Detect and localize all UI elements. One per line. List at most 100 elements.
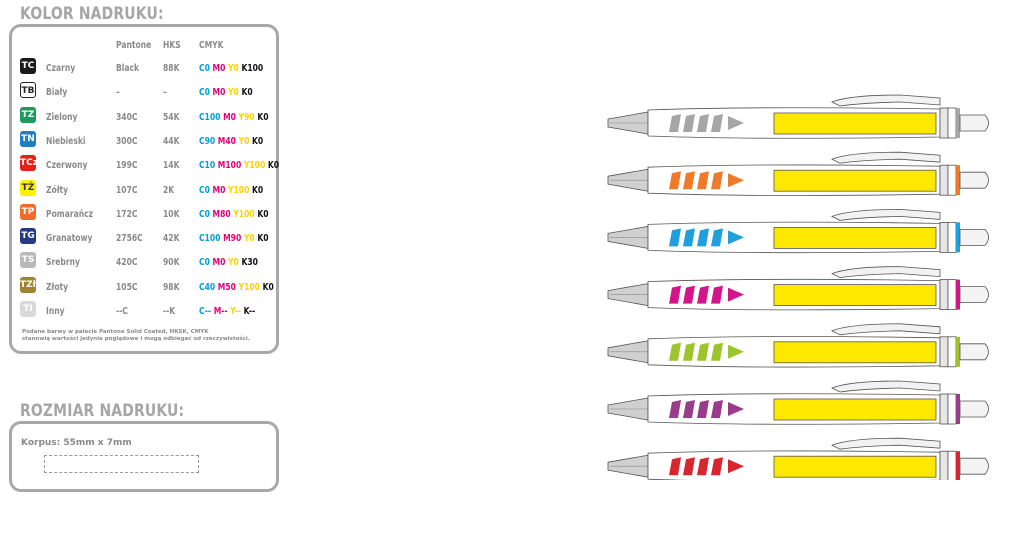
size-section-title: ROZMIAR NADRUKU:: [20, 401, 185, 423]
cmyk-component: K0: [267, 160, 280, 172]
hks-value: –: [163, 87, 167, 99]
hks-value: 42K: [163, 233, 180, 245]
pantone-value: 300C: [116, 135, 138, 147]
cmyk-component: Y0: [238, 135, 253, 147]
cmyk-component: K0: [257, 208, 269, 220]
color-code-badge: TŻ: [20, 179, 36, 196]
pantone-value: 2756C: [116, 233, 143, 245]
cmyk-component: C100: [199, 233, 224, 245]
hks-value: 54K: [163, 111, 180, 123]
hks-value: 10K: [163, 208, 180, 220]
cmyk-component: K0: [252, 184, 264, 196]
print-area-outline: [44, 455, 199, 473]
pen-orange: [607, 151, 989, 196]
pen-purple: [607, 380, 989, 425]
color-code-badge: TB: [20, 82, 36, 99]
cmyk-component: M0: [212, 184, 229, 196]
cmyk-component: C0: [199, 257, 213, 269]
hks-value: 2K: [163, 184, 175, 196]
cmyk-component: M0: [212, 257, 229, 269]
cmyk-component: C0: [199, 208, 213, 220]
color-name: Srebrny: [46, 257, 80, 269]
color-code-badge: TN: [20, 130, 36, 147]
cmyk-component: K0: [257, 111, 269, 123]
cmyk-component: M100: [217, 160, 244, 172]
cmyk-component: Y100: [238, 281, 263, 293]
cmyk-component: C100: [199, 111, 224, 123]
cmyk-component: C0: [199, 63, 213, 74]
cmyk-component: Y100: [243, 160, 268, 172]
pen-grey: [607, 94, 989, 139]
color-name: Biały: [46, 87, 68, 99]
cmyk-value: C100 M0 Y90 K0: [199, 107, 286, 129]
hks-value: --K: [163, 306, 176, 317]
cmyk-component: K--: [243, 306, 256, 317]
hks-value: 90K: [163, 257, 180, 269]
pen-lime: [607, 323, 989, 368]
cmyk-component: M--: [213, 306, 231, 317]
pantone-value: Black: [116, 63, 140, 74]
cmyk-component: Y90: [238, 111, 258, 123]
cmyk-component: M50: [217, 281, 239, 293]
cmyk-component: C10: [199, 160, 218, 172]
color-name: Czarny: [46, 63, 76, 74]
cmyk-value: C0 M0 Y0 K100: [199, 58, 279, 80]
cmyk-component: K0: [252, 135, 264, 147]
cmyk-component: M0: [212, 63, 229, 74]
cmyk-component: M0: [223, 111, 239, 123]
hks-value: 98K: [163, 281, 180, 293]
pantone-value: 105C: [116, 281, 138, 293]
cmyk-value: C0 M0 Y100 K0: [199, 180, 279, 202]
color-code-badge: TS: [20, 252, 36, 269]
cmyk-component: C--: [199, 306, 214, 317]
cmyk-component: M80: [212, 208, 234, 220]
color-code-badge: TG: [20, 228, 36, 245]
pantone-value: 199C: [116, 160, 138, 172]
cmyk-component: C0: [199, 184, 213, 196]
cmyk-component: K0: [262, 281, 274, 293]
cmyk-component: K100: [241, 63, 264, 74]
color-row: TC Czarny Black 88K C0 M0 Y0 K100: [12, 58, 276, 80]
color-name: Zielony: [46, 111, 78, 123]
color-name: Czerwony: [46, 160, 88, 172]
cmyk-component: K0: [257, 233, 269, 245]
hks-value: 88K: [163, 63, 180, 74]
hks-value: 44K: [163, 135, 180, 147]
pantone-value: 107C: [116, 184, 138, 196]
color-name: Pomarańcz: [46, 208, 94, 220]
color-code-badge: TZł: [20, 276, 36, 293]
cmyk-component: Y0: [228, 257, 242, 269]
cmyk-value: C0 M80 Y100 K0: [199, 204, 286, 226]
color-name: Granatowy: [46, 233, 93, 245]
cmyk-component: K0: [241, 87, 253, 99]
cmyk-value: C-- M-- Y-- K--: [199, 301, 269, 323]
color-row: TŻ Żółty 107C 2K C0 M0 Y100 K0: [12, 179, 279, 202]
cmyk-component: Y0: [228, 87, 242, 99]
cmyk-value: C10 M100 Y100 K0: [199, 155, 299, 177]
color-disclaimer: Podane barwy w palecie Pantone Solid Coa…: [22, 329, 250, 342]
pen-magenta: [607, 266, 989, 311]
cmyk-component: Y100: [228, 184, 253, 196]
cmyk-component: C90: [199, 135, 218, 147]
cmyk-value: C0 M0 Y0 K30: [199, 252, 273, 274]
cmyk-component: C40: [199, 281, 218, 293]
pen-color-variants: [607, 94, 989, 480]
cmyk-component: Y0: [228, 63, 242, 74]
color-name: Żółty: [46, 184, 69, 196]
cmyk-component: M40: [217, 135, 239, 147]
color-code-badge: TC: [20, 58, 36, 74]
cmyk-value: C0 M0 Y0 K0: [199, 82, 266, 104]
pen-blue: [607, 209, 989, 254]
pen-red: [607, 437, 989, 480]
color-code-badge: TZ: [20, 106, 36, 123]
color-name: Inny: [46, 306, 65, 317]
cmyk-component: C0: [199, 87, 213, 99]
